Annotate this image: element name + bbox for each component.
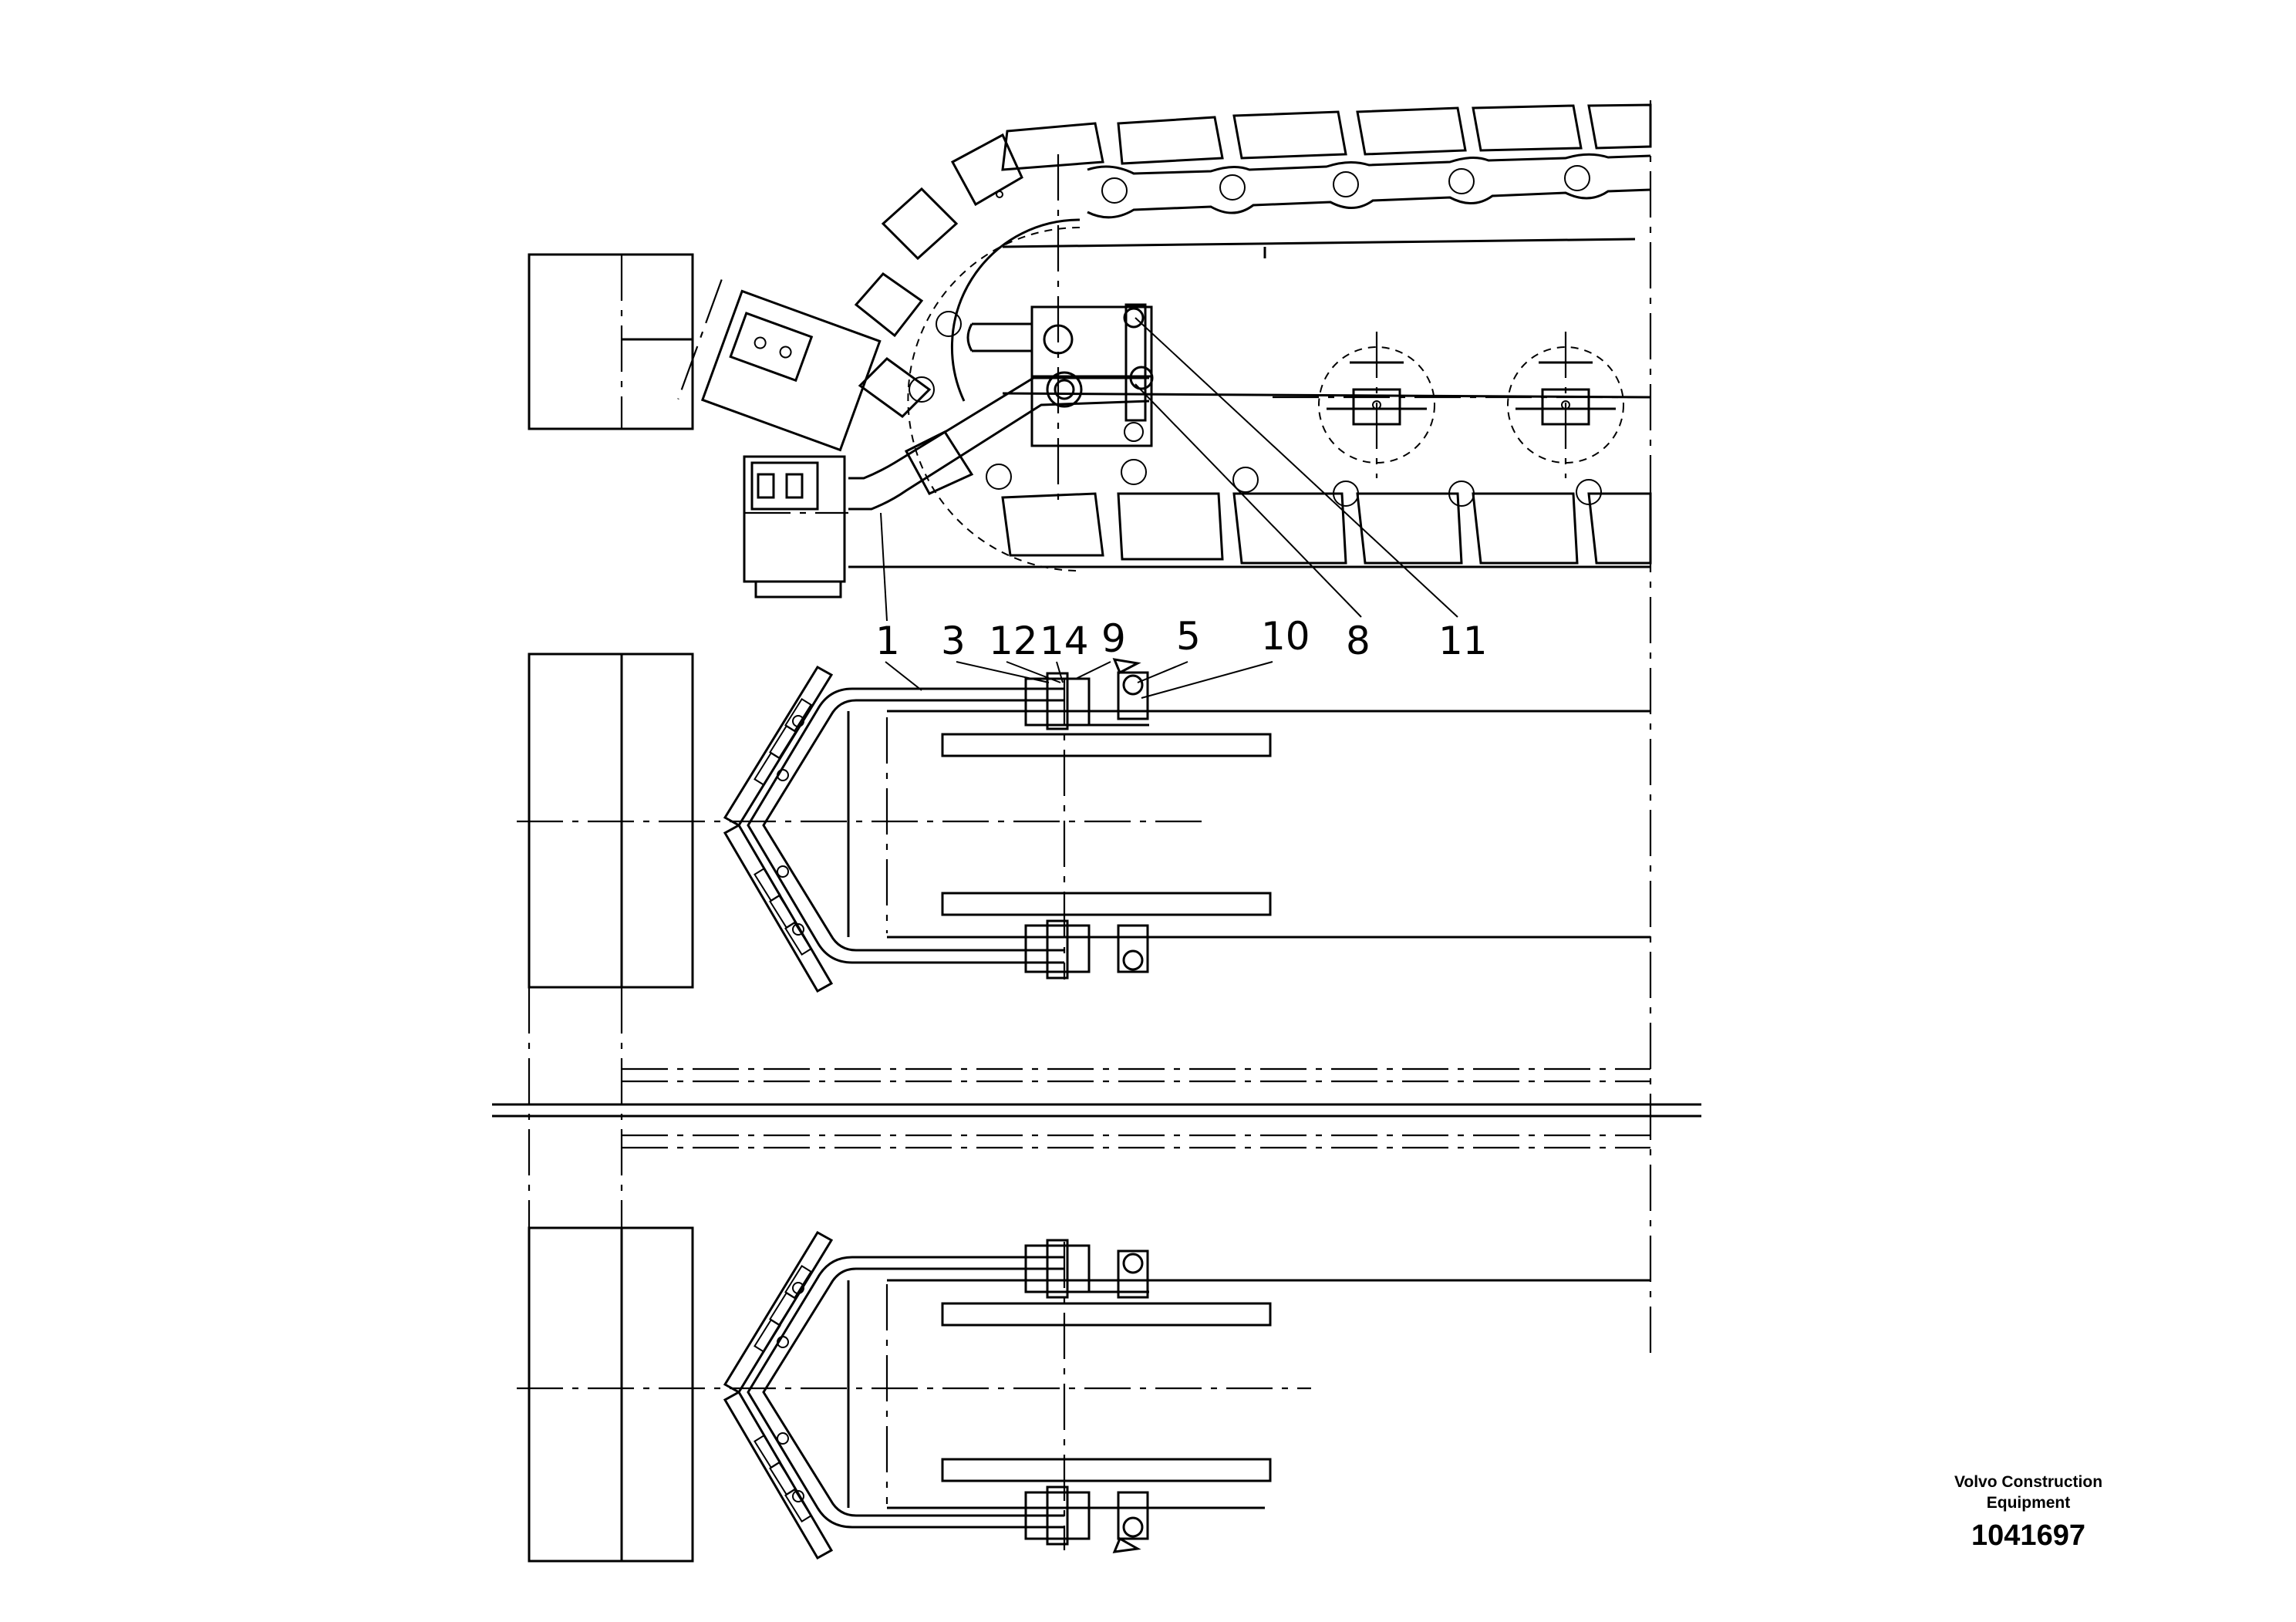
deflector-arm-side <box>743 376 1150 599</box>
clamp-assembly-top-lower <box>1024 1239 1149 1299</box>
plan-view-upper <box>517 653 1650 993</box>
clamp-assembly-bottom-lower <box>1024 1485 1149 1553</box>
tensioner-bracket <box>966 303 1154 447</box>
callout-3: 3 <box>941 619 966 663</box>
track-roller <box>1507 332 1624 478</box>
centerline-band <box>492 987 1701 1228</box>
brand-line-2: Equipment <box>1986 1494 2071 1512</box>
callout-11: 11 <box>1438 619 1488 663</box>
callout-8: 8 <box>1346 619 1371 663</box>
track-chain-upper <box>996 103 1652 219</box>
track-roller <box>1318 332 1435 478</box>
side-frame-block <box>528 253 694 430</box>
track-chain-curve <box>854 133 1081 572</box>
brand-line-1: Volvo Construction <box>1954 1473 2103 1491</box>
drawing-number: 1041697 <box>1971 1519 2085 1552</box>
deflector-tilted <box>677 279 882 452</box>
plan-view-lower <box>517 1226 1650 1563</box>
callout-5: 5 <box>1176 614 1201 659</box>
callout-14: 14 <box>1040 619 1089 663</box>
callout-10: 10 <box>1261 614 1310 659</box>
track-chain-lower <box>1001 459 1652 565</box>
callout-12: 12 <box>989 619 1038 663</box>
title-block: Volvo Construction Equipment 1041697 <box>1905 1472 2152 1553</box>
callout-9: 9 <box>1101 616 1126 661</box>
plan-frame-block-lower <box>528 1226 694 1563</box>
clamp-assembly-bottom <box>1024 919 1149 980</box>
side-view <box>528 100 1652 1357</box>
clamp-assembly-top <box>1024 658 1149 730</box>
callout-1: 1 <box>875 619 900 663</box>
callouts: 1 3 12 14 9 5 10 8 11 <box>875 614 1488 699</box>
